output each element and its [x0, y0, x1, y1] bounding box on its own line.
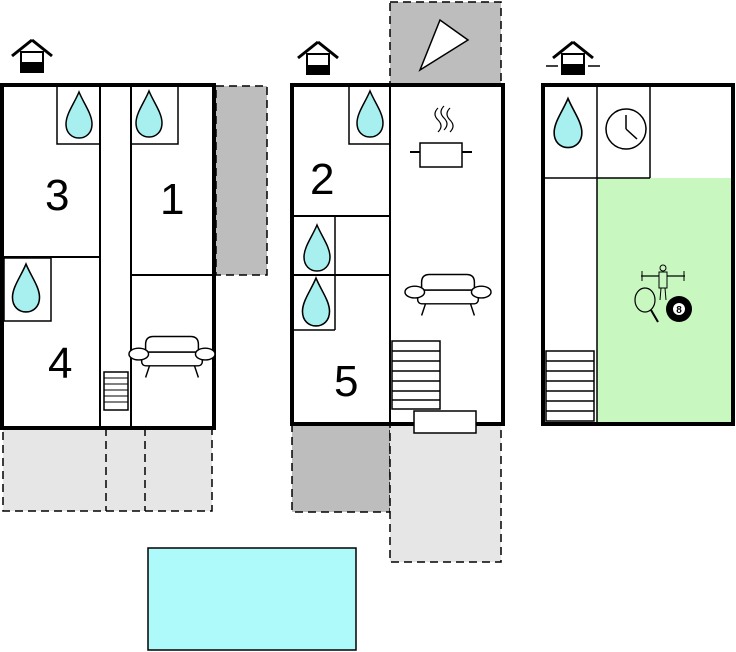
- floor-middle: [290, 83, 505, 434]
- room-number-2: 2: [310, 155, 334, 204]
- clock-icon: [605, 108, 647, 150]
- sofa-icon: [128, 335, 216, 379]
- room-number-4: 4: [48, 339, 72, 388]
- water-drop-icon: [135, 90, 163, 138]
- water-drop-icon: [553, 97, 583, 149]
- room-number-5: 5: [334, 357, 358, 406]
- stairs-icon: [391, 340, 441, 410]
- floor-left: [0, 83, 216, 430]
- foosball-figure-icon: [641, 264, 685, 301]
- stairs-icon: [545, 350, 595, 422]
- terrace-side-left-border: [215, 85, 268, 276]
- svg-text:8: 8: [676, 305, 682, 316]
- table-tennis-icon: [634, 287, 659, 323]
- terrace-side-left: [216, 86, 267, 275]
- water-drop-icon: [301, 277, 331, 327]
- stairs-icon: [103, 371, 129, 411]
- house-level-fill: [308, 65, 328, 75]
- sofa-icon: [404, 273, 492, 317]
- compass-pointer-icon: [418, 18, 470, 72]
- play-area: [597, 178, 731, 422]
- house-level-icon: [546, 40, 600, 76]
- terrace-bottom-middle-light: [389, 423, 502, 563]
- terrace-bottom-left: [2, 427, 213, 512]
- house-level-fill: [22, 62, 42, 72]
- room-number-3: 3: [45, 171, 69, 220]
- billiard-ball-icon: 8: [666, 296, 692, 322]
- floor-right: 8: [541, 83, 735, 426]
- cooking-pot-icon: [410, 105, 472, 168]
- water-drop-icon: [65, 91, 93, 139]
- room-number-1: 1: [160, 175, 184, 224]
- water-drop-icon: [356, 90, 384, 138]
- water-drop-icon: [303, 224, 331, 272]
- water-drop-icon: [11, 263, 41, 313]
- terrace-bottom-middle-dark: [291, 423, 391, 513]
- swimming-pool: [147, 547, 357, 651]
